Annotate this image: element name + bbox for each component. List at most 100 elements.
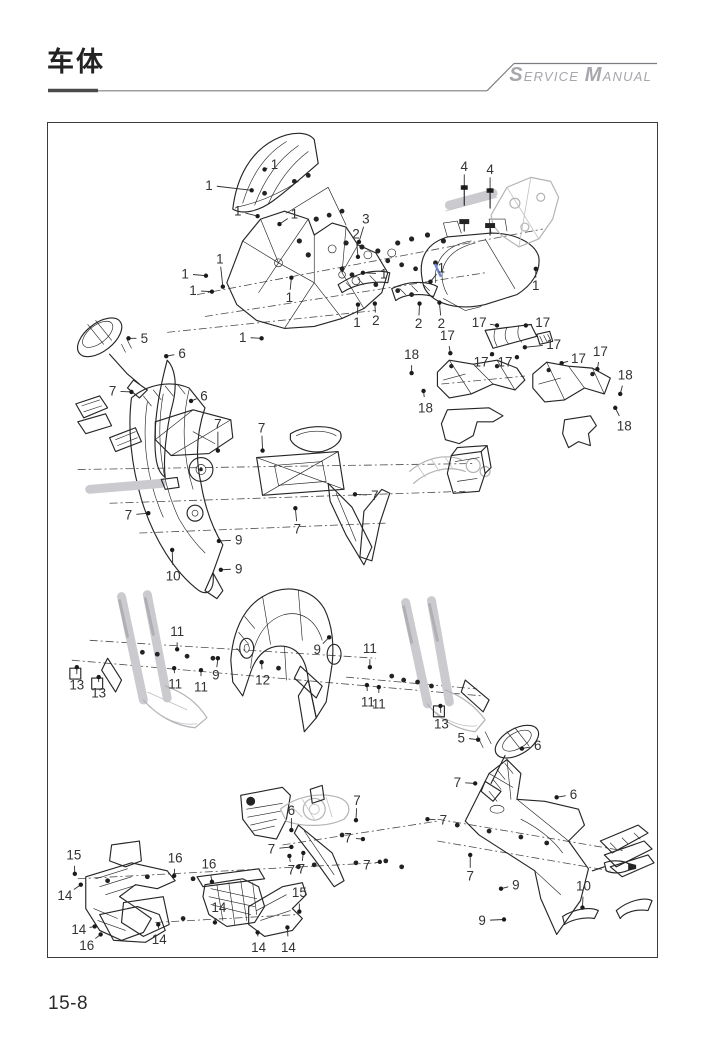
svg-text:15: 15 (292, 885, 307, 900)
svg-text:7: 7 (294, 522, 301, 537)
part-callout: 7 (353, 793, 361, 823)
part-callout: 14 (152, 922, 167, 947)
windscreen-trim-6 (154, 359, 176, 478)
svg-text:7: 7 (109, 384, 116, 399)
svg-text:6: 6 (534, 738, 541, 753)
part-callout: 7 (298, 850, 306, 876)
left-cowl (85, 862, 176, 943)
part-callout: 7 (454, 775, 478, 790)
svg-text:7: 7 (288, 862, 295, 877)
hardware-bottom (105, 822, 550, 921)
part-callout: 6 (554, 787, 577, 802)
part-callout: 7 (352, 488, 379, 503)
part-callout: 6 (188, 389, 208, 404)
part-callout: 1 (216, 251, 226, 289)
part-callout: 7 (293, 506, 301, 537)
part-callout: 1 (239, 330, 264, 345)
part-callout: 3 (356, 212, 370, 245)
svg-text:7: 7 (454, 775, 461, 790)
impeller-gray (279, 794, 350, 826)
page-title: 车体 (47, 47, 105, 77)
small-parts-left (75, 395, 180, 494)
air-duct (240, 786, 291, 840)
part-callout: 1 (360, 266, 388, 281)
svg-text:2: 2 (352, 227, 359, 242)
svg-text:5: 5 (458, 730, 465, 745)
part-callout: 16 (168, 850, 183, 878)
svg-text:14: 14 (251, 940, 266, 955)
svg-text:7: 7 (466, 868, 473, 883)
part-callout: 17 (593, 344, 608, 372)
part-callout: 1 (234, 204, 260, 219)
svg-text:14: 14 (71, 922, 86, 937)
svg-text:17: 17 (472, 315, 487, 330)
part-callout: 1 (262, 157, 278, 172)
part-callout: 18 (618, 368, 633, 397)
part-callout: 7 (125, 508, 151, 523)
part-callout: 1 (353, 302, 361, 330)
bracket-box (446, 445, 492, 494)
svg-text:17: 17 (440, 328, 455, 343)
part-callout: 6 (288, 803, 295, 833)
part-callout: 18 (418, 388, 433, 415)
svg-text:1: 1 (380, 266, 387, 281)
part-callout: 17 (498, 355, 520, 370)
svg-text:11: 11 (372, 696, 386, 711)
part-callout: 7 (363, 857, 382, 872)
front-fairing-stay (226, 186, 389, 329)
part-callout: 14 (211, 900, 227, 925)
part-callout: 2 (415, 301, 422, 331)
part-callout: 1 (286, 275, 294, 305)
part-callout: 17 (523, 315, 550, 330)
svg-text:17: 17 (593, 344, 608, 359)
part-callout: 6 (519, 738, 542, 753)
svg-text:14: 14 (211, 900, 226, 915)
svg-text:1: 1 (353, 315, 360, 330)
part-callout: 5 (126, 331, 148, 346)
svg-text:18: 18 (617, 418, 632, 433)
svg-text:2: 2 (372, 313, 379, 328)
svg-text:11: 11 (361, 694, 375, 709)
part-callout: 9 (216, 533, 242, 548)
svg-text:1: 1 (234, 204, 241, 219)
mudflap-left (440, 407, 504, 445)
fork-left (117, 590, 208, 729)
part-callout: 4 (486, 162, 494, 193)
part-callout: 9 (478, 913, 507, 928)
mirror-left (77, 317, 148, 399)
accent-pin (434, 263, 442, 277)
part-callout: 1 (532, 266, 540, 293)
svg-text:3: 3 (362, 212, 369, 227)
blade-strips (562, 898, 653, 926)
svg-text:17: 17 (571, 351, 586, 366)
svg-text:9: 9 (512, 877, 519, 892)
inner-panel (154, 409, 234, 457)
svg-text:13: 13 (69, 678, 84, 693)
part-callout: 12 (255, 660, 270, 688)
svg-text:11: 11 (194, 680, 208, 695)
svg-text:12: 12 (255, 673, 270, 688)
svg-text:1: 1 (438, 260, 445, 275)
frame-gray (444, 176, 560, 248)
part-callout: 7 (214, 416, 222, 453)
svg-text:16: 16 (168, 850, 183, 865)
part-callout: 7 (258, 420, 265, 453)
part-callout: 7 (268, 842, 294, 857)
svg-text:9: 9 (478, 913, 485, 928)
svg-text:4: 4 (486, 162, 494, 177)
part-callout: 9 (313, 635, 332, 657)
svg-text:7: 7 (371, 488, 378, 503)
bracket-left-17 (436, 359, 526, 399)
svg-text:1: 1 (205, 178, 212, 193)
part-callout: 7 (287, 853, 295, 877)
part-callout: 1 (205, 178, 254, 193)
svg-text:7: 7 (258, 420, 265, 435)
svg-text:1: 1 (181, 266, 188, 281)
svg-text:6: 6 (288, 803, 295, 818)
svg-text:13: 13 (91, 686, 106, 701)
svg-text:15: 15 (66, 847, 81, 862)
svg-text:7: 7 (298, 861, 305, 876)
part-callout: 17 (559, 351, 586, 366)
